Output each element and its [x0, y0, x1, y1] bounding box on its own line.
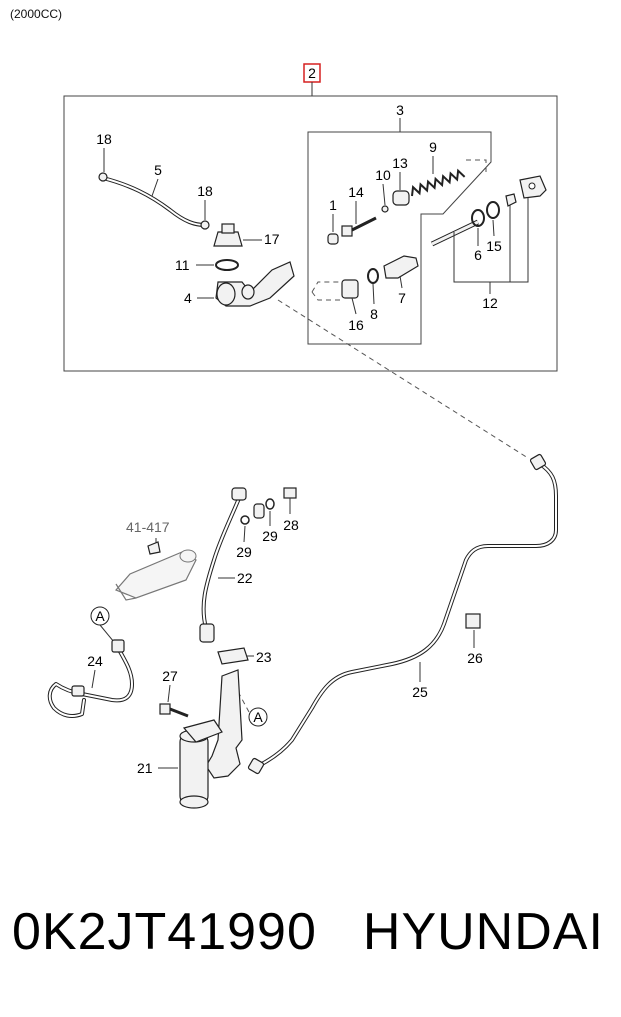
label-7: 7 — [398, 290, 406, 306]
label-11: 11 — [175, 257, 190, 273]
label-3: 3 — [396, 102, 404, 118]
label-13: 13 — [392, 155, 408, 171]
bolt-27 — [159, 703, 171, 715]
pipe-fitting-upper — [529, 453, 547, 471]
footer-title: 0K2JT41990 HYUNDAI — [12, 902, 604, 962]
label-5: 5 — [154, 162, 162, 178]
return-spring — [411, 168, 466, 197]
piston-7 — [383, 255, 419, 279]
bolt-28 — [283, 487, 297, 499]
lock-nut — [505, 193, 517, 207]
hose-clamp-upper — [98, 172, 108, 182]
marker-a-left-label: A — [95, 608, 105, 624]
piston-cup-13 — [392, 190, 410, 206]
label-24: 24 — [87, 653, 103, 669]
marker-a-right — [248, 707, 268, 727]
label-8: 8 — [370, 306, 378, 322]
label-28: 28 — [283, 517, 299, 533]
flexible-hose — [201, 494, 242, 630]
short-pipe-fitting — [111, 639, 125, 653]
label-4: 4 — [184, 290, 192, 306]
label-22: 22 — [237, 570, 253, 586]
label-1: 1 — [329, 197, 337, 213]
push-rod — [431, 220, 479, 246]
engine-note: (2000CC) — [10, 7, 63, 21]
label-14: 14 — [348, 184, 364, 200]
label-23: 23 — [256, 649, 272, 665]
label-18b: 18 — [197, 183, 213, 199]
assembly-callout-label: 2 — [308, 65, 316, 81]
bracket-clip — [217, 647, 249, 665]
part-number: 0K2JT41990 — [12, 903, 317, 961]
label-18a: 18 — [96, 131, 112, 147]
label-15: 15 — [486, 238, 502, 254]
marker-a-right-label: A — [253, 709, 263, 725]
label-17: 17 — [264, 231, 280, 247]
master-cylinder-assembly-box — [63, 95, 558, 372]
ring-8 — [367, 268, 379, 284]
pipe-clip — [465, 613, 481, 629]
label-27: 27 — [162, 668, 178, 684]
hose-end-upper — [231, 487, 247, 501]
label-21: 21 — [137, 760, 153, 776]
hose-clamp-lower — [200, 220, 210, 230]
damper-bracket — [205, 669, 243, 779]
clutch-pipe — [256, 462, 558, 768]
cap-16 — [341, 279, 359, 299]
label-9: 9 — [429, 139, 437, 155]
copper-washer-a — [240, 515, 250, 525]
copper-washer-b — [265, 498, 275, 510]
label-26: 26 — [467, 650, 483, 666]
pipe-fitting-lower — [247, 757, 265, 775]
hose-end-lower — [199, 623, 215, 643]
label-16: 16 — [348, 317, 364, 333]
label-29b: 29 — [262, 528, 278, 544]
label-25: 25 — [412, 684, 428, 700]
o-ring — [215, 259, 239, 271]
reservoir-fitting — [213, 231, 243, 247]
reservoir-hose — [101, 176, 207, 227]
brand-name: HYUNDAI — [362, 903, 604, 961]
clutch-damper — [179, 733, 209, 805]
reference-41-417: 41-417 — [126, 519, 170, 535]
washer-15 — [486, 201, 500, 219]
union-bolt — [253, 503, 265, 519]
label-10: 10 — [375, 167, 391, 183]
label-29a: 29 — [236, 544, 252, 560]
seal-1 — [327, 233, 339, 245]
label-6: 6 — [474, 247, 482, 263]
repair-kit-box — [307, 131, 492, 345]
ring-10 — [381, 205, 389, 213]
bolt-14 — [341, 225, 353, 237]
label-12: 12 — [482, 295, 498, 311]
boot-6 — [471, 209, 485, 227]
